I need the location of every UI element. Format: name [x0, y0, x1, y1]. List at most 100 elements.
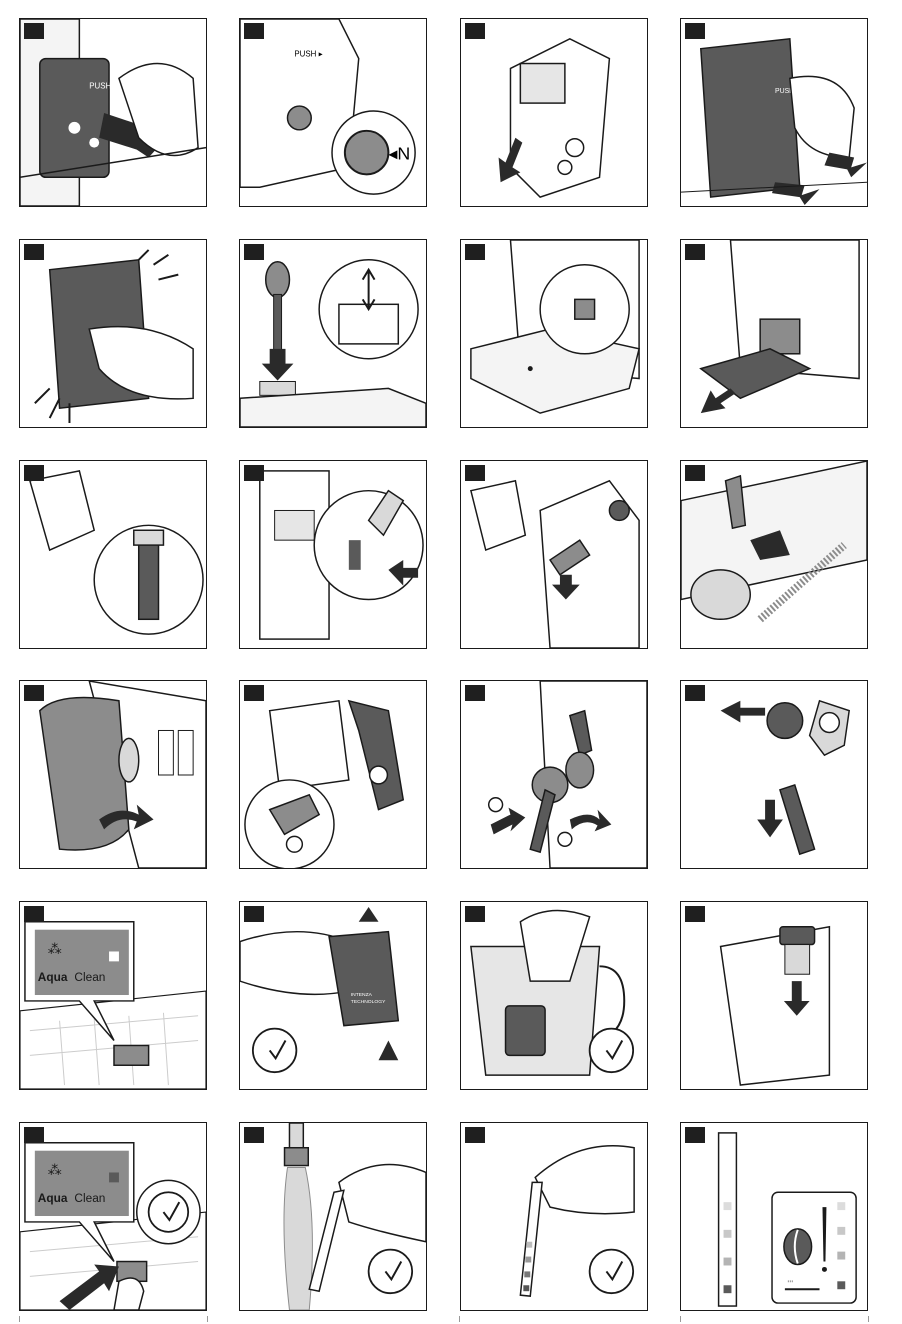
panel-grease-tube — [239, 460, 427, 649]
step-number-badge — [24, 906, 44, 922]
milk-parts-illustration — [240, 681, 426, 868]
spoon-illustration — [240, 240, 426, 427]
step-number-badge — [24, 465, 44, 481]
drip-tray-illustration — [461, 240, 647, 427]
step-number-badge — [685, 244, 705, 260]
instruction-grid: PUSH PUSH ▸ ◂N PUS — [19, 18, 889, 1312]
step-number-badge — [244, 23, 264, 39]
arrow-down-icon — [262, 349, 294, 381]
coffee-bean-icon — [784, 1229, 812, 1265]
grease-tube-illustration — [240, 461, 426, 648]
step-number-badge — [24, 1127, 44, 1143]
panel-test-strip-water — [239, 1122, 427, 1311]
water-filter-icon — [780, 927, 815, 945]
aquaclean-activate-illustration: ⁂ Aqua Clean — [20, 1123, 206, 1310]
test-strip-icon — [719, 1133, 737, 1306]
panel-aquaclean-display: ⁂ Aqua Clean — [19, 901, 207, 1090]
push-label: PUSH — [89, 81, 111, 90]
step-number-badge — [244, 906, 264, 922]
clean-label: Clean — [74, 1191, 105, 1205]
filter-insert-illustration — [681, 902, 867, 1089]
timer-icon — [149, 1192, 189, 1232]
panel-brew-group-n-mark: PUSH ▸ ◂N — [239, 18, 427, 207]
step-number-badge — [465, 685, 485, 701]
step-number-badge — [465, 906, 485, 922]
step-number-badge — [685, 23, 705, 39]
brew-group-remove-illustration: PUSH — [20, 19, 206, 206]
step-number-badge — [685, 1127, 705, 1143]
water-filter-icon — [329, 932, 398, 1026]
brew-group-shape — [701, 39, 800, 197]
panel-lubricate-group — [19, 460, 207, 649]
aquaclean-logo-icon: ⁂ — [48, 940, 62, 956]
test-strip-compare-illustration — [681, 1123, 867, 1310]
panel-test-strip-compare — [680, 1122, 868, 1311]
step-number-badge — [244, 244, 264, 260]
step-number-badge — [244, 685, 264, 701]
test-strip-wait-illustration — [461, 1123, 647, 1310]
panel-milk-disassemble — [680, 680, 868, 869]
panel-aquaclean-activate: ⁂ Aqua Clean — [19, 1122, 207, 1311]
panel-drip-tray-remove — [680, 239, 868, 428]
water-stream — [284, 1168, 312, 1310]
coupling-icon — [287, 106, 311, 130]
panel-milk-spout — [460, 680, 648, 869]
aquaclean-display-illustration: ⁂ Aqua Clean — [20, 902, 206, 1089]
step-number-badge — [685, 906, 705, 922]
crop-mark — [680, 1316, 681, 1322]
aqua-label: Aqua — [38, 970, 68, 984]
water-tank-icon — [40, 697, 129, 850]
timer-icon — [253, 1029, 297, 1073]
panel-filter-shake: INTENZA TECHNOLOGY — [239, 901, 427, 1090]
panel-milk-parts — [239, 680, 427, 869]
panel-brew-group-click — [19, 239, 207, 428]
step-number-badge — [244, 1127, 264, 1143]
n-marker-illustration: PUSH ▸ ◂N — [240, 19, 426, 206]
step-number-badge — [24, 244, 44, 260]
step-number-badge — [24, 685, 44, 701]
timer-icon — [590, 1250, 634, 1294]
hand-icon — [535, 1146, 634, 1214]
step-number-badge — [24, 23, 44, 39]
crop-mark — [868, 1316, 869, 1322]
test-strip-icon — [520, 1182, 542, 1296]
panel-spoon-clean — [239, 239, 427, 428]
panel-brew-group-lever — [460, 18, 648, 207]
step-number-badge — [465, 1127, 485, 1143]
finger-icon — [114, 1278, 144, 1310]
crop-mark — [19, 1316, 20, 1322]
milk-disassemble-illustration — [681, 681, 867, 868]
hand-icon — [339, 1165, 426, 1242]
arrow-left-icon — [721, 701, 766, 723]
push-label: PUSH ▸ — [294, 50, 322, 59]
aquaclean-logo-icon: ⁂ — [48, 1161, 62, 1177]
drip-tray-remove-illustration — [681, 240, 867, 427]
step-number-badge — [465, 244, 485, 260]
filter-brand-label: INTENZA — [351, 992, 373, 998]
panel-filter-insert — [680, 901, 868, 1090]
panel-grease-tray — [680, 460, 868, 649]
water-tank-illustration — [20, 681, 206, 868]
arrow-down-icon — [379, 1041, 399, 1061]
panel-filter-soak — [460, 901, 648, 1090]
water-tank-icon — [721, 927, 830, 1085]
faucet-icon — [289, 1123, 303, 1148]
grease-tray-illustration — [681, 461, 867, 648]
milk-spout-illustration — [461, 681, 647, 868]
step-number-badge — [244, 465, 264, 481]
filter-brand-label: TECHNOLOGY — [351, 999, 386, 1005]
spoon-icon — [266, 262, 290, 298]
water-filter-icon — [506, 1006, 546, 1055]
panel-grease-rails — [460, 460, 648, 649]
panel-water-tank — [19, 680, 207, 869]
click-illustration — [20, 240, 206, 427]
aqua-label: Aqua — [38, 1191, 68, 1205]
insert-illustration: PUSH — [681, 19, 867, 206]
arrow-left-icon — [824, 153, 867, 178]
grease-rails-illustration — [461, 461, 647, 648]
lubricate-illustration — [20, 461, 206, 648]
panel-brew-group-remove: PUSH — [19, 18, 207, 207]
crop-mark — [207, 1316, 208, 1322]
step-number-badge — [685, 465, 705, 481]
step-number-badge — [465, 465, 485, 481]
